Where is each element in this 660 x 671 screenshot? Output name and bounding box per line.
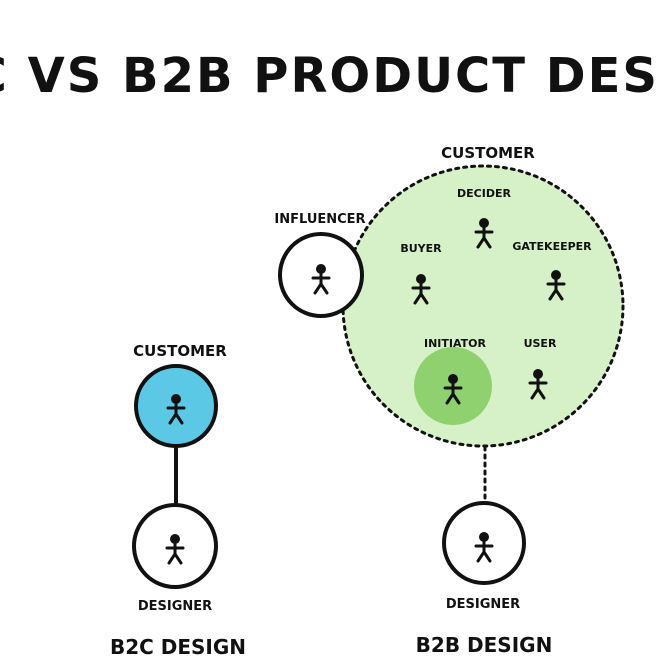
- role-label-buyer: BUYER: [400, 242, 442, 255]
- b2b-section-label: B2B DESIGN: [416, 633, 553, 657]
- role-label-gatekeeper: GATEKEEPER: [512, 240, 592, 253]
- b2c-designer-label: DESIGNER: [138, 599, 212, 614]
- b2b-customer-label: CUSTOMER: [441, 144, 535, 162]
- influencer-label: INFLUENCER: [274, 212, 365, 227]
- role-label-initiator: INITIATOR: [424, 337, 487, 350]
- role-label-decider: DECIDER: [457, 187, 511, 200]
- page-title: B2C VS B2B PRODUCT DESIGN: [0, 48, 660, 104]
- b2c-customer-label: CUSTOMER: [133, 342, 227, 360]
- b2c-section-label: B2C DESIGN: [110, 635, 246, 659]
- b2b-designer-label: DESIGNER: [446, 597, 520, 612]
- role-label-user: USER: [524, 337, 557, 350]
